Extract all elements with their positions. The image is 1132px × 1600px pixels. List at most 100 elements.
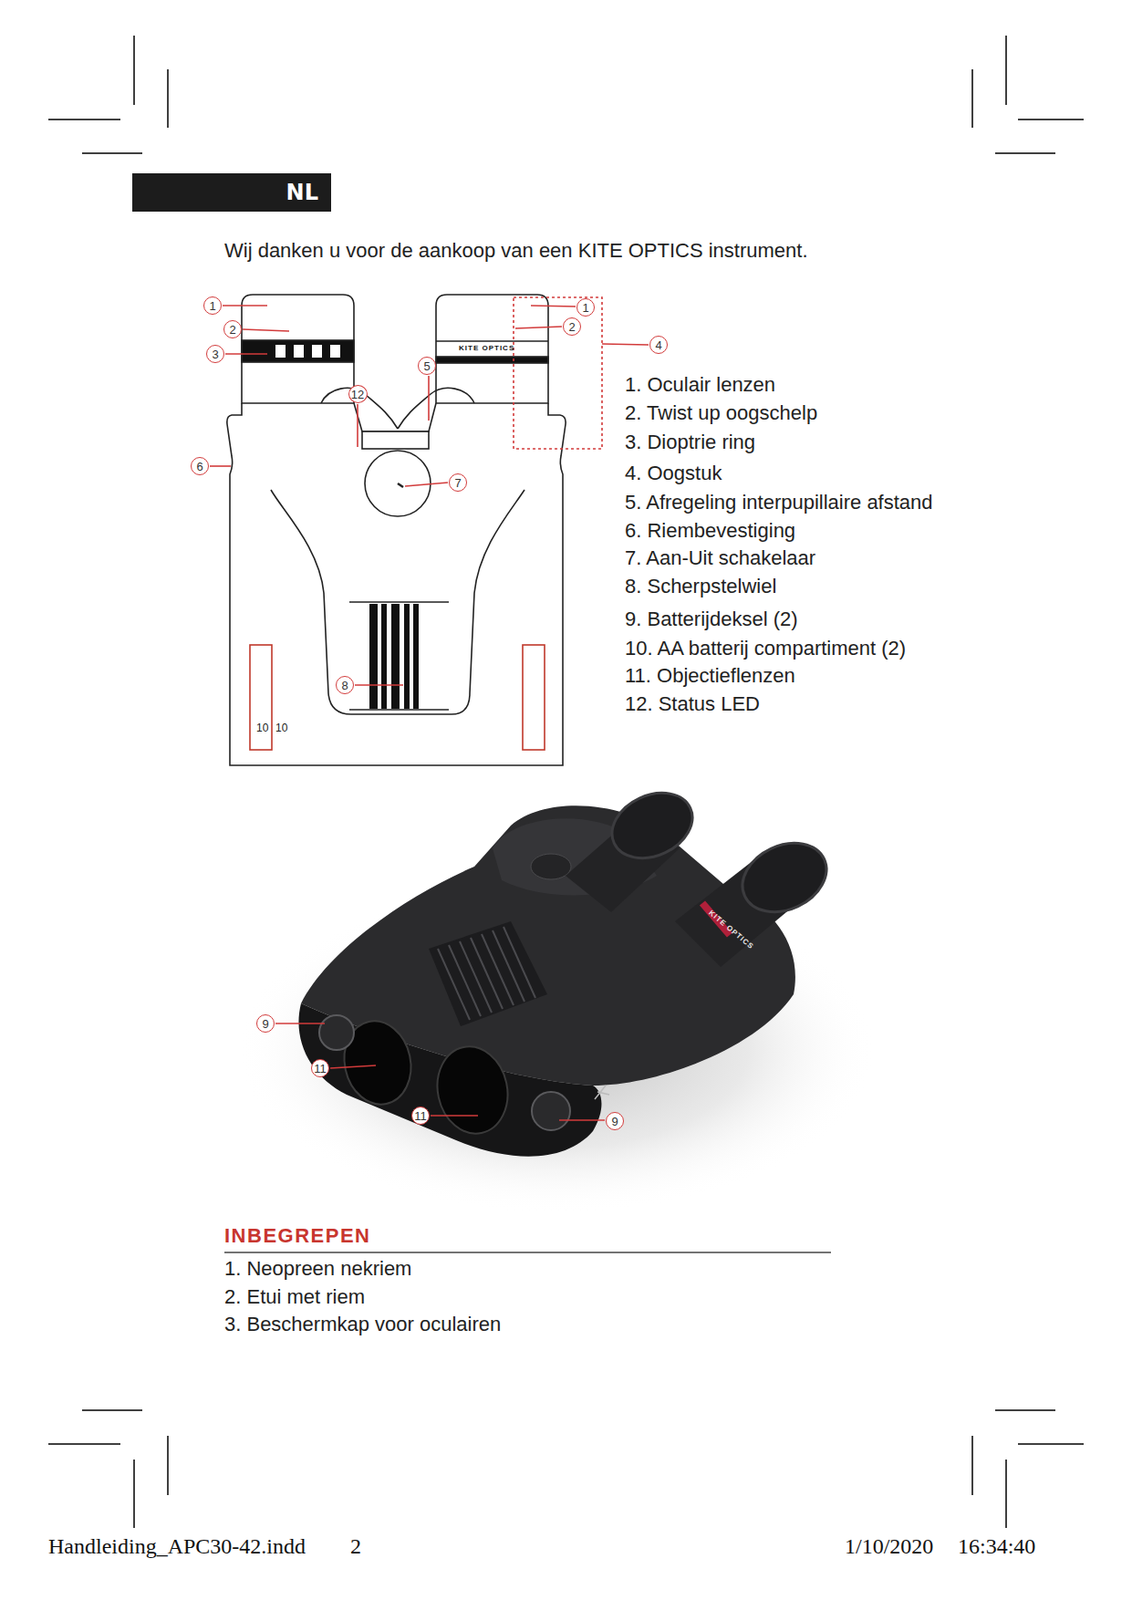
leader-line: [559, 1119, 605, 1122]
callout-circle: 7: [448, 473, 468, 492]
objective-lens: [429, 1039, 516, 1141]
wheel-ridge: [381, 603, 387, 709]
callout-number: 2: [228, 323, 236, 336]
leader-line: [354, 684, 404, 686]
callout-circle: 3: [206, 344, 225, 364]
binocular-drawing: [227, 294, 603, 766]
battery-compartment: [522, 644, 545, 750]
callout-number: 8: [341, 679, 348, 692]
wheel-ridge: [369, 603, 378, 709]
callout-number: 7: [454, 477, 461, 489]
leader-line: [209, 465, 231, 468]
part-name: 5. Afregeling interpupillaire afstand: [624, 490, 934, 515]
part-name: 11. Objectieflenzen: [624, 664, 796, 688]
power-switch: [364, 450, 431, 517]
callout-circle: 2: [223, 320, 242, 339]
leader-line: [427, 375, 430, 421]
binocular-photo: [237, 780, 876, 1214]
crop-marks: [48, 35, 1084, 1528]
wheel-ridge: [503, 926, 536, 998]
footer-time: 16:34:40: [957, 1533, 1036, 1560]
callout-circle: 9: [605, 1111, 624, 1131]
switch-pointer: [397, 483, 404, 488]
crop-mark: [48, 118, 121, 121]
language-tab: NL: [132, 173, 332, 212]
crop-mark: [48, 1443, 121, 1445]
part-name: 4. Oogstuk: [624, 461, 722, 486]
part-name: 6. Riembevestiging: [624, 519, 796, 543]
crop-mark: [1005, 1459, 1008, 1528]
photo-front-face: [298, 1003, 602, 1157]
crop-mark: [1017, 1443, 1084, 1445]
leader-line: [330, 1065, 376, 1069]
leader-line: [275, 1022, 325, 1025]
leader-line: [530, 305, 576, 307]
part-name: 3. Dioptrie ring: [624, 430, 756, 455]
crop-mark: [166, 1435, 169, 1496]
footer-date: 1/10/2020: [844, 1533, 934, 1560]
photo-logo: [594, 1085, 610, 1100]
part-name: 10. AA batterij compartiment (2): [624, 636, 906, 661]
wheel-ridge: [470, 937, 503, 1009]
callout-circle: 1: [576, 298, 595, 317]
callout-circle: 12: [348, 384, 368, 404]
part-name: 8. Scherpstelwiel: [624, 574, 777, 599]
leader-line: [242, 329, 290, 332]
battery-cap: [531, 1091, 571, 1131]
crop-mark: [971, 1435, 974, 1496]
diopter-ring: [241, 340, 354, 363]
heading-rule: [224, 1251, 831, 1254]
callout-circle: 11: [311, 1059, 330, 1078]
photo-eyecup: [731, 830, 839, 925]
hinge-curve: [397, 387, 475, 429]
photo-switch: [530, 853, 572, 880]
callout-number: 11: [414, 1110, 427, 1122]
callout-number: 11: [313, 1062, 327, 1075]
hinge-block: [362, 431, 429, 449]
hinge-curve: [321, 387, 398, 429]
callout-circle: 6: [190, 456, 209, 476]
battery-cap: [319, 1015, 354, 1050]
part-name: 2. Twist up oogschelp: [624, 401, 818, 426]
diopter-mark: [311, 344, 322, 358]
callout-number: 9: [261, 1017, 269, 1030]
callout-number: 4: [654, 339, 662, 352]
callout-number: 9: [611, 1115, 618, 1128]
part-name: 1. Oculair lenzen: [624, 373, 776, 397]
bridge: [353, 403, 437, 432]
included-item: 3. Beschermkap voor oculairen: [224, 1312, 501, 1337]
crop-mark: [82, 1409, 143, 1412]
leader-lines: [209, 305, 649, 686]
crop-mark: [133, 1459, 136, 1528]
wheel-ridge: [404, 603, 410, 709]
wheel-edge: [349, 708, 449, 711]
intro-text: Wij danken u voor de aankoop van een KIT…: [224, 238, 809, 263]
wheel-edge: [349, 601, 449, 603]
callout-number: 1: [581, 301, 589, 314]
callout-number: 12: [351, 388, 364, 401]
wheel-ridge: [459, 941, 492, 1013]
wheel-ridge: [413, 603, 419, 709]
callout-number: 2: [568, 321, 575, 333]
diopter-mark: [293, 344, 304, 358]
callout-number: 1: [208, 300, 216, 312]
callout-circle: 2: [562, 317, 582, 336]
eyepiece-line: [436, 340, 549, 343]
brand-mark: KITE OPTICS: [458, 343, 515, 354]
crop-mark: [971, 69, 974, 128]
wheel-ridge: [391, 603, 400, 709]
callout-circle: 1: [203, 296, 222, 315]
part-name: 9. Batterijdeksel (2): [624, 607, 799, 632]
photo-eyecup: [601, 780, 703, 872]
callout-circle: 9: [256, 1014, 275, 1033]
leader-line: [515, 326, 562, 329]
callout-circle: 11: [411, 1106, 430, 1125]
section-heading: INBEGREPEN: [224, 1224, 371, 1248]
part-name: 7. Aan-Uit schakelaar: [624, 546, 816, 571]
crop-mark: [1005, 35, 1008, 105]
battery-compartment: [249, 644, 272, 750]
tab-text: NL: [286, 179, 332, 206]
leader-line: [430, 1114, 478, 1117]
footer-file: Handleiding_APC30-42.indd: [48, 1533, 306, 1560]
